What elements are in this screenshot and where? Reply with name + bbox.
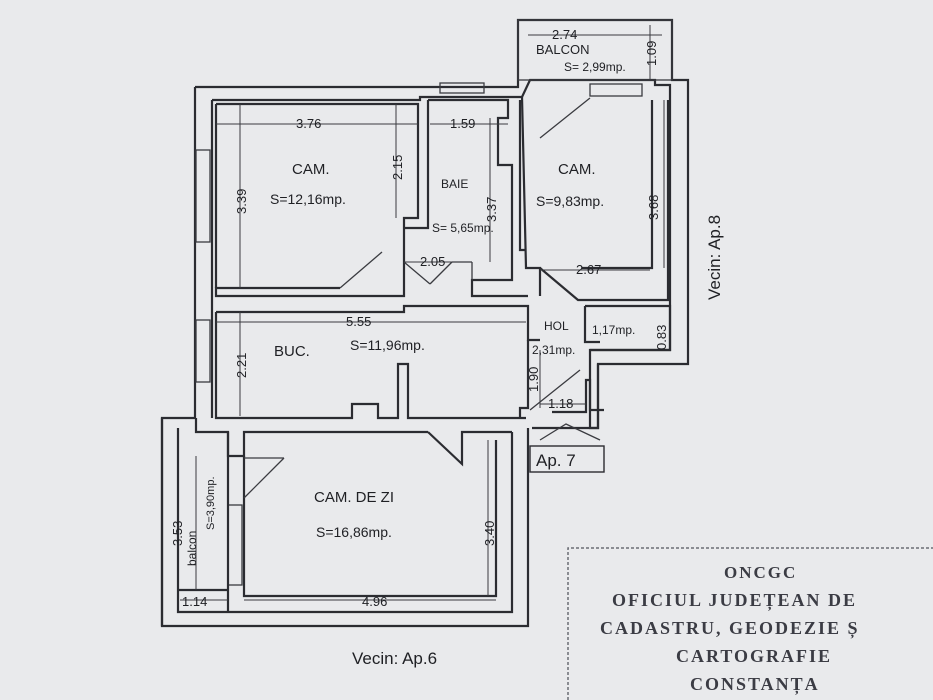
hol-width: 1.18 xyxy=(548,396,573,411)
hol-closet-depth: 0.83 xyxy=(654,325,669,350)
window-cam2 xyxy=(589,83,643,97)
buc-area: S=11,96mp. xyxy=(350,337,425,353)
cam1-height: 3.39 xyxy=(234,189,249,214)
balcon-left-name: balcon xyxy=(185,531,199,566)
neighbor-right-label: Vecin: Ap.8 xyxy=(705,215,724,300)
balcony-top-outline xyxy=(517,19,673,81)
cam1-area: S=12,16mp. xyxy=(270,191,346,207)
cam1-width: 3.76 xyxy=(296,116,321,131)
cam1-name: CAM. xyxy=(292,161,330,178)
cam-zi-height: 3.40 xyxy=(482,521,497,546)
stamp-line-2: OFICIUL JUDEȚEAN DE xyxy=(612,590,857,611)
window-baie xyxy=(439,82,485,94)
baie-bottom: 2.05 xyxy=(420,254,445,269)
cadastre-stamp: ONCGC OFICIUL JUDEȚEAN DE CADASTRU, GEOD… xyxy=(567,547,933,700)
entrance-label: Ap. 7 xyxy=(536,451,576,470)
baie-name: BAIE xyxy=(441,177,468,191)
balcon-top-width: 2.74 xyxy=(552,27,577,42)
cam2-height: 3.68 xyxy=(646,195,661,220)
entrance-box xyxy=(529,445,605,473)
buc-height: 2.21 xyxy=(234,353,249,378)
hol-area: 2,31mp. xyxy=(532,343,575,357)
cam2-width: 2.67 xyxy=(576,262,601,277)
cam-zi-width: 4.96 xyxy=(362,594,387,609)
stamp-line-3: CADASTRU, GEODEZIE Ș xyxy=(600,618,860,639)
inner-walls xyxy=(160,96,672,626)
baie-height: 3.37 xyxy=(484,197,499,222)
hol-height: 1.90 xyxy=(526,367,541,392)
stamp-line-1: ONCGC xyxy=(724,563,797,582)
balcon-left-height: 3.53 xyxy=(170,521,185,546)
balcon-left-area: S=3,90mp. xyxy=(205,476,217,530)
stamp-line-4: CARTOGRAFIE xyxy=(676,646,832,666)
dimension-lines xyxy=(180,25,665,601)
hol-closet-area: 1,17mp. xyxy=(592,323,635,337)
balcon-top-depth: 1.09 xyxy=(644,41,659,66)
neighbor-bottom-label: Vecin: Ap.6 xyxy=(352,649,437,668)
cam2-area: S=9,83mp. xyxy=(536,193,604,209)
window-buc xyxy=(195,319,211,383)
hol-name: HOL xyxy=(544,319,569,333)
window-cam1 xyxy=(195,149,211,243)
balcon-top-area: S= 2,99mp. xyxy=(564,60,626,74)
balcon-left-width: 1.14 xyxy=(182,594,207,609)
baie-width: 1.59 xyxy=(450,116,475,131)
buc-width: 5.55 xyxy=(346,314,371,329)
stamp-line-5: CONSTANȚA xyxy=(690,674,820,695)
cam-zi-area: S=16,86mp. xyxy=(316,524,392,540)
balcon-top-name: BALCON xyxy=(536,42,589,57)
buc-name: BUC. xyxy=(274,343,310,360)
baie-area: S= 5,65mp. xyxy=(432,221,494,235)
cam1-notch: 2.15 xyxy=(390,155,405,180)
window-cam-zi xyxy=(227,504,243,586)
cam2-name: CAM. xyxy=(558,161,596,178)
cam-zi-name: CAM. DE ZI xyxy=(314,489,394,506)
